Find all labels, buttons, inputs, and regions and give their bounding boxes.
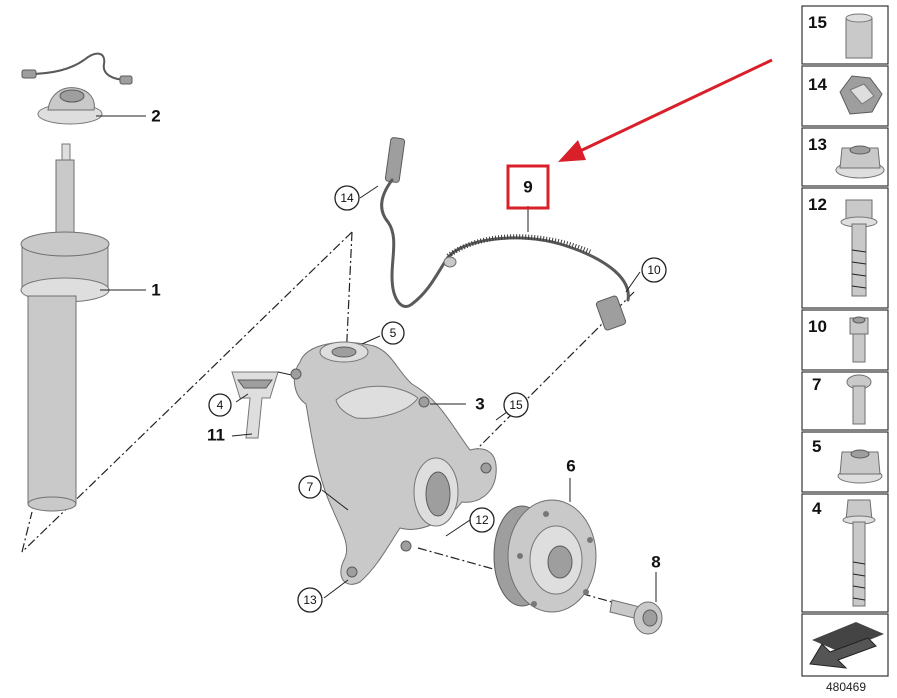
svg-text:15: 15 [808,13,827,32]
callout-circle-12: 12 [469,507,495,533]
part-2-top-mount [21,52,146,125]
svg-text:7: 7 [307,480,314,494]
part-1-strut [20,143,146,512]
svg-text:5: 5 [812,437,821,456]
label-part-6: 6 [566,457,575,476]
diagram-number: 480469 [826,680,866,694]
label-part-1-strut: 1 [151,281,160,300]
svg-text:5: 5 [390,326,397,340]
callout-circle-4: 4 [208,393,232,417]
callout-circle-5: 5 [381,321,405,345]
callout-circle-13: 13 [297,587,323,613]
panel-item-12[interactable]: 12 [801,187,889,309]
label-part-11: 11 [207,426,225,445]
circled-callouts: 4 5 7 10 12 13 14 15 [208,185,667,613]
part-6-wheel-hub [493,478,597,613]
callout-circle-14: 14 [334,185,360,211]
parts-panel: 15 14 13 12 [801,5,889,677]
svg-text:10: 10 [647,263,661,277]
svg-text:13: 13 [808,135,827,154]
svg-text:10: 10 [808,317,827,336]
panel-item-13[interactable]: 13 [801,127,889,187]
part-4-11-bracket [231,371,297,439]
label-part-9: 9 [523,178,532,197]
label-part-1: 2 [151,107,160,126]
svg-text:4: 4 [812,499,822,518]
svg-text:4: 4 [217,398,224,412]
part-9-speed-sensor [380,137,630,331]
callout-circle-10: 10 [641,257,667,283]
panel-item-7[interactable]: 7 [801,371,889,431]
svg-text:12: 12 [475,513,489,527]
bold-callouts: 2 1 3 6 8 9 11 [151,107,660,572]
svg-text:7: 7 [812,375,821,394]
part-8-hub-bolt [609,572,663,635]
panel-item-14[interactable]: 14 [801,65,889,127]
svg-text:15: 15 [509,398,523,412]
panel-item-4[interactable]: 4 [801,493,889,613]
panel-item-10[interactable]: 10 [801,309,889,371]
svg-text:14: 14 [340,191,354,205]
direction-arrow-icon [801,613,889,677]
svg-text:12: 12 [808,195,827,214]
highlight-part-9 [506,58,773,210]
callout-circle-7: 7 [298,475,322,499]
panel-item-5[interactable]: 5 [801,431,889,493]
label-part-8: 8 [651,553,660,572]
svg-text:14: 14 [808,75,827,94]
label-part-3: 3 [475,395,484,414]
panel-item-15[interactable]: 15 [801,5,889,65]
part-3-wheel-carrier [290,341,497,585]
svg-text:13: 13 [303,593,317,607]
callout-circle-15: 15 [503,392,529,418]
